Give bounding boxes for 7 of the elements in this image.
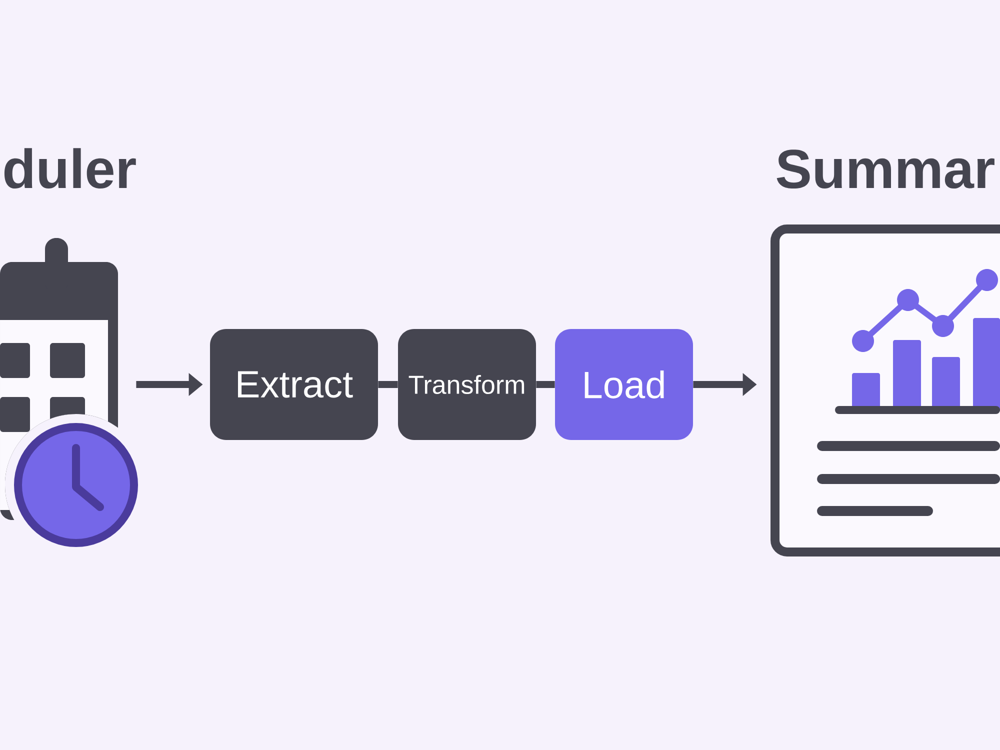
heading: Summar	[776, 150, 994, 189]
process-box: Extract	[210, 329, 378, 440]
process-box: Transform	[398, 329, 536, 440]
connector-line	[536, 381, 555, 388]
process-box: Load	[555, 329, 693, 440]
heading: duler	[4, 148, 136, 189]
connector-line	[378, 381, 398, 388]
